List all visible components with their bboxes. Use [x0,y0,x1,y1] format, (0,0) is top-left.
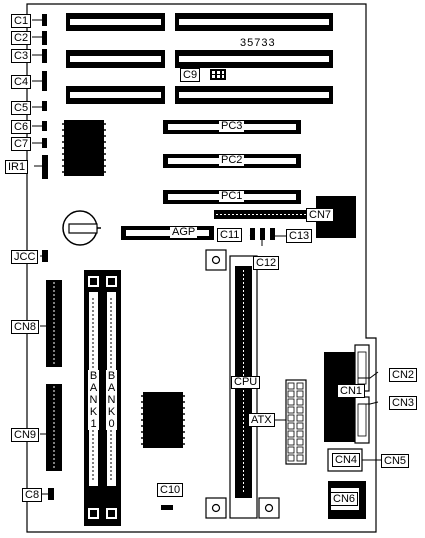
c13-jumper [270,228,275,240]
c11-jumper [250,228,255,240]
cn7-header [214,210,312,219]
chipset [143,392,183,448]
label-cn1: CN1 [337,384,366,398]
board-outline [26,3,377,533]
label-jcc: JCC [11,250,39,264]
label-c12: C12 [253,256,280,270]
label-bank1: BANK1 [88,370,99,430]
board-number: 35733 [240,37,276,49]
label-c10: C10 [157,483,184,497]
label-c3: C3 [11,49,32,63]
left-jumpers [42,14,54,500]
isa-slots [66,13,333,104]
label-pc1: PC1 [219,190,245,202]
leader-lines [32,19,382,495]
label-cn8: CN8 [11,320,40,334]
label-atx: ATX [248,413,275,427]
label-cpu: CPU [231,376,261,389]
label-cn6: CN6 [330,492,359,506]
label-c7: C7 [11,137,32,151]
label-c1: C1 [11,14,32,28]
label-cn9: CN9 [11,428,40,442]
label-pc2: PC2 [219,154,245,166]
label-agp: AGP [170,226,198,238]
label-cn4: CN4 [332,453,361,467]
c10-jumper [161,505,173,510]
label-c9: C9 [180,68,201,82]
c12-jumper [260,228,265,240]
label-cn3: CN3 [389,396,418,410]
label-cn2: CN2 [389,368,418,382]
label-cn5: CN5 [381,454,410,468]
label-bank0: BANK0 [106,370,117,430]
bios-chip [64,120,104,176]
label-ir1: IR1 [5,160,29,174]
label-c8: C8 [22,488,43,502]
label-c2: C2 [11,31,32,45]
label-cn7: CN7 [306,208,335,222]
label-c13: C13 [286,229,313,243]
c9-jumper [210,69,226,80]
label-c11: C11 [217,228,243,242]
label-c4: C4 [11,75,32,89]
label-c6: C6 [11,120,32,134]
label-pc3: PC3 [219,120,245,132]
label-c5: C5 [11,101,32,115]
